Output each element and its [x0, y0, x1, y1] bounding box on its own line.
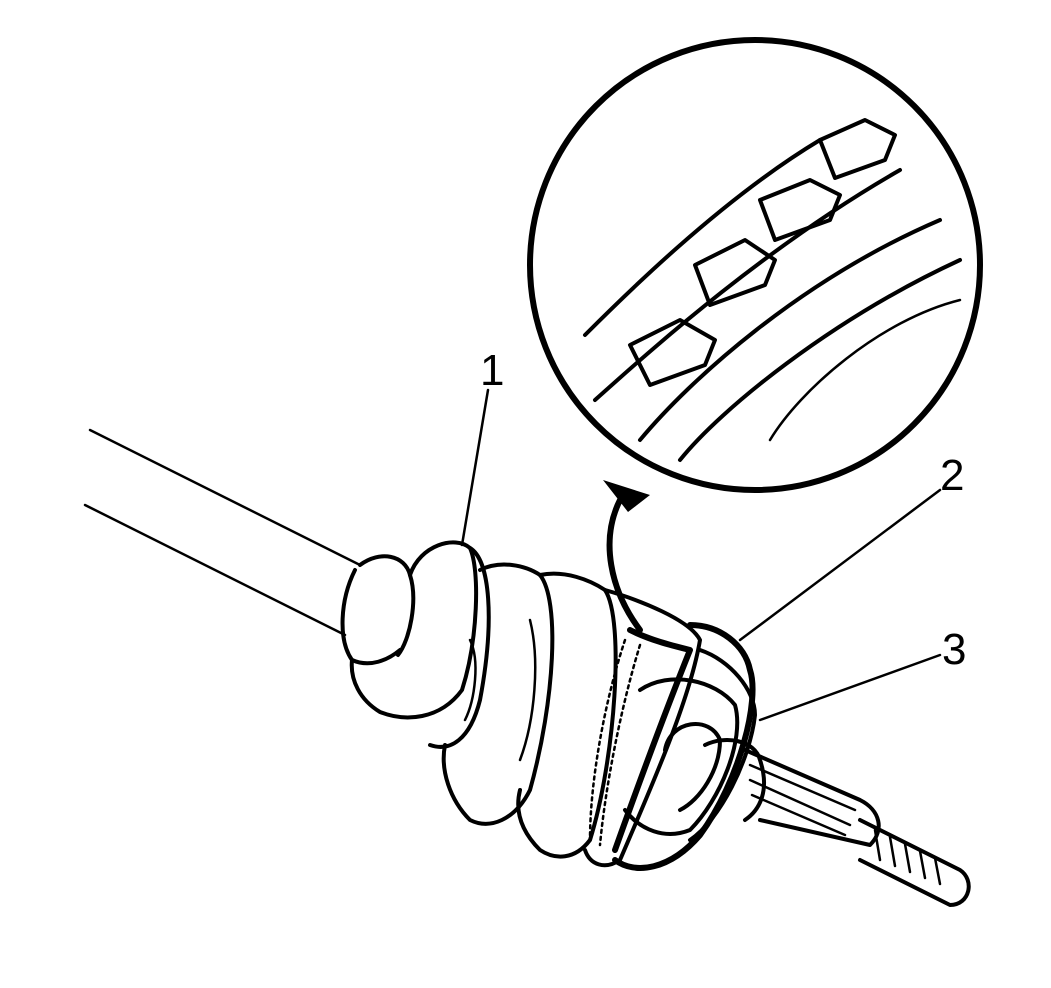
- callout-3: 3: [942, 625, 966, 674]
- callout-leaders: [460, 388, 942, 722]
- tone-ring-tooth: [628, 318, 717, 387]
- axle-shaft: [83, 428, 362, 637]
- callout-2: 2: [940, 451, 964, 500]
- tone-ring-tooth: [758, 178, 842, 242]
- curved-arrow-to-detail: [603, 480, 650, 633]
- outer-cv-joint-housing: [612, 622, 757, 871]
- cv-joint-boot: [340, 540, 618, 859]
- splined-stub-shaft: [703, 738, 971, 907]
- tone-ring-tooth: [693, 238, 777, 307]
- magnified-tone-ring-teeth-detail: [527, 37, 983, 493]
- callout-1: 1: [480, 346, 504, 395]
- tone-ring-tooth: [818, 118, 897, 180]
